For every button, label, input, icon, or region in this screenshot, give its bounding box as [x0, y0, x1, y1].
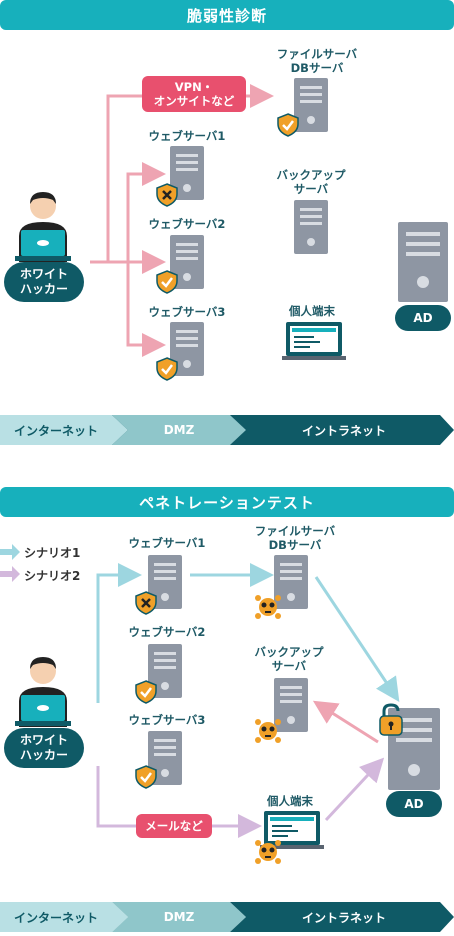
web-server-3-label: ウェブサーバ3 [148, 305, 226, 319]
hacker-figure [15, 190, 71, 266]
web-server-2-label: ウェブサーバ2 [148, 217, 226, 231]
backup-label-line1: バックアップ [276, 168, 346, 182]
pc-laptop [260, 811, 324, 855]
zone-bar-2: インターネット DMZ イントラネット [0, 902, 454, 932]
zone-dmz: DMZ [163, 423, 195, 437]
hacker-label-line2: ハッカー [19, 748, 68, 762]
vpn-badge-line1: VPN・ [174, 80, 214, 94]
server-icon [170, 146, 204, 200]
shield-x-icon [135, 591, 157, 618]
file-server-label-line1: ファイルサーバ [254, 524, 336, 538]
hacker-figure [15, 655, 71, 731]
section2-title-banner: ペネトレーションテスト [0, 487, 454, 517]
hacker-label-line2: ハッカー [19, 282, 68, 296]
shield-x-icon [156, 183, 178, 210]
ad-server [398, 222, 448, 306]
shield-check-icon [156, 357, 178, 384]
backup-server [294, 200, 328, 258]
pc-label: 個人端末 [289, 304, 335, 318]
file-server [294, 78, 328, 136]
file-server-label-line2: DBサーバ [290, 61, 344, 75]
laptop-icon [282, 322, 346, 360]
legend-scenario2: シナリオ2 [24, 569, 81, 583]
file-server-label: ファイルサーバ DBサーバ [262, 47, 372, 75]
server-icon [274, 678, 308, 732]
backup-server-label: バックアップ サーバ [258, 168, 364, 196]
file-server [274, 555, 308, 613]
backup-label-line2: サーバ [293, 182, 329, 196]
web-server-2 [170, 235, 204, 293]
section2-title: ペネトレーションテスト [139, 493, 315, 512]
vpn-onsite-badge: VPN・ オンサイトなど [142, 76, 246, 112]
hacker-label-line1: ホワイト [19, 733, 68, 747]
zone-internet: インターネット [13, 910, 98, 925]
unlocked-padlock-icon [379, 703, 403, 740]
web-server-3 [170, 322, 204, 380]
skull-icon [254, 838, 282, 870]
hacker-label: ホワイト ハッカー [4, 262, 84, 302]
legend-scenario1: シナリオ1 [24, 546, 81, 560]
legend-arrows [0, 544, 20, 582]
zone-bar-1: インターネット DMZ イントラネット [0, 415, 454, 445]
shield-check-icon [156, 270, 178, 297]
vpn-badge-line2: オンサイトなど [153, 94, 235, 108]
shield-check-icon [277, 113, 299, 140]
pc-label: 個人端末 [267, 794, 313, 808]
zone-internet: インターネット [13, 423, 98, 438]
shield-check-icon [135, 680, 157, 707]
hacker-icon [15, 657, 71, 727]
section1-title-banner: 脆弱性診断 [0, 0, 454, 30]
web-server-2-label: ウェブサーバ2 [128, 625, 206, 639]
web-server-1-label: ウェブサーバ1 [148, 129, 226, 143]
zone-dmz: DMZ [163, 910, 195, 924]
ad-label: AD [386, 791, 442, 817]
hacker-label: ホワイト ハッカー [4, 728, 84, 768]
mail-badge: メールなど [136, 814, 212, 838]
zone-intranet: イントラネット [301, 910, 386, 925]
server-icon [294, 78, 328, 132]
file-server-label-line2: DBサーバ [268, 538, 322, 552]
web-server-3-label: ウェブサーバ3 [128, 713, 206, 727]
s2-connectors-scenario1 [96, 563, 400, 703]
hacker-icon [15, 192, 71, 262]
server-icon [294, 200, 328, 254]
server-icon [170, 322, 204, 376]
skull-icon [254, 717, 282, 749]
ad-label: AD [395, 305, 451, 331]
server-icon [170, 235, 204, 289]
backup-server-label: バックアップ サーバ [236, 645, 342, 673]
backup-label-line1: バックアップ [254, 645, 324, 659]
section1-title: 脆弱性診断 [186, 6, 267, 25]
laptop-icon [260, 811, 324, 849]
backup-server [274, 678, 308, 736]
web-server-1-label: ウェブサーバ1 [128, 536, 206, 550]
s2-connectors-scenario2 [96, 757, 385, 838]
zone-intranet: イントラネット [301, 423, 386, 438]
shield-check-icon [135, 765, 157, 792]
server-icon [398, 222, 448, 302]
server-icon [274, 555, 308, 609]
pc-laptop [282, 322, 346, 366]
backup-label-line2: サーバ [271, 659, 307, 673]
web-server-1 [170, 146, 204, 204]
s2-connector-ad-backup [312, 700, 379, 744]
skull-icon [254, 593, 282, 625]
file-server-label-line1: ファイルサーバ [276, 47, 358, 61]
hacker-label-line1: ホワイト [19, 267, 68, 281]
file-server-label: ファイルサーバ DBサーバ [240, 524, 350, 552]
